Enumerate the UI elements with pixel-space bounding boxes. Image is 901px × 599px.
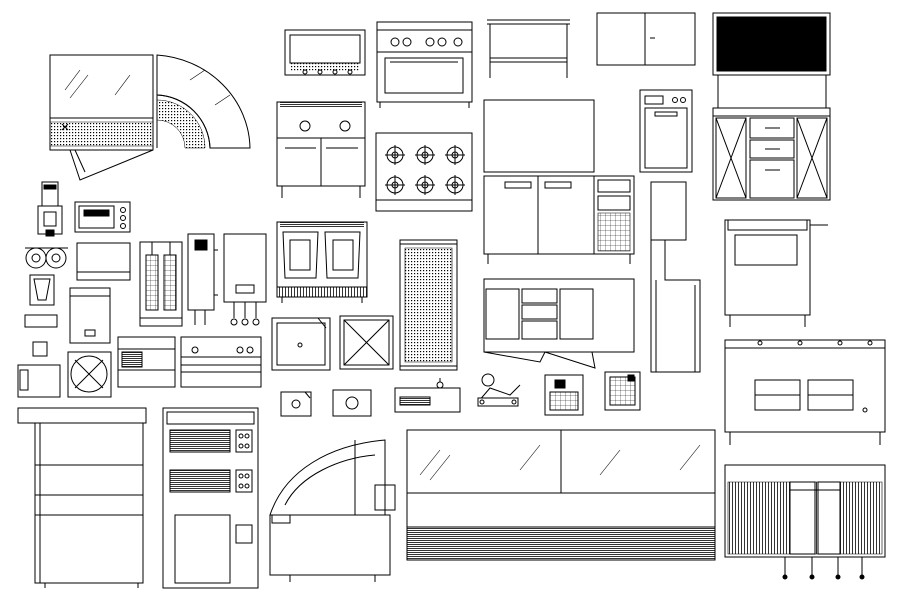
curved-corner-display-case: [157, 55, 250, 148]
undercounter-fridge: [484, 100, 634, 264]
fryer-station: [725, 220, 828, 327]
drinks-dispenser: [25, 182, 68, 268]
single-sink: [272, 318, 330, 370]
bain-marie-top: [285, 30, 365, 75]
toaster: [77, 243, 130, 280]
work-table-side: [487, 20, 570, 78]
cash-register: [545, 375, 583, 415]
hand-sink: [281, 392, 311, 416]
coffee-machine: [68, 352, 111, 397]
griddle-counter: [118, 337, 175, 387]
six-burner-range-front: [377, 22, 472, 108]
double-fryer-top: [140, 242, 182, 326]
dresser-unit: [713, 13, 830, 200]
combi-oven-stack: [163, 408, 258, 588]
refrigerated-display-case: [50, 55, 153, 180]
blender: [18, 275, 60, 397]
refrigerated-counter-top: [484, 279, 634, 368]
long-display-counter: [407, 430, 715, 560]
six-burner-hob-top: [376, 133, 472, 211]
shower-tray: [340, 316, 393, 369]
extractor-fan: [605, 372, 640, 410]
floor-drain: [333, 390, 371, 416]
tall-cabinet: [18, 408, 146, 588]
microwave-oven: [75, 202, 130, 232]
two-plate-cooker: [277, 102, 365, 198]
water-heater: [188, 234, 218, 325]
grill-station-baskets: [725, 465, 885, 579]
grill-rack-top: [400, 240, 457, 370]
dishwasher: [640, 90, 692, 172]
meat-slicer: [395, 378, 460, 412]
scale: [478, 374, 520, 406]
wall-cabinet: [597, 13, 695, 65]
gas-boiler: [224, 234, 266, 325]
serve-over-counter: [270, 440, 395, 582]
wash-station-side: [651, 182, 700, 372]
work-table-front: [725, 340, 885, 445]
griddle-station-front: [181, 337, 261, 387]
double-fryer-front: [277, 222, 367, 303]
ice-cream-freezer: [70, 288, 110, 343]
